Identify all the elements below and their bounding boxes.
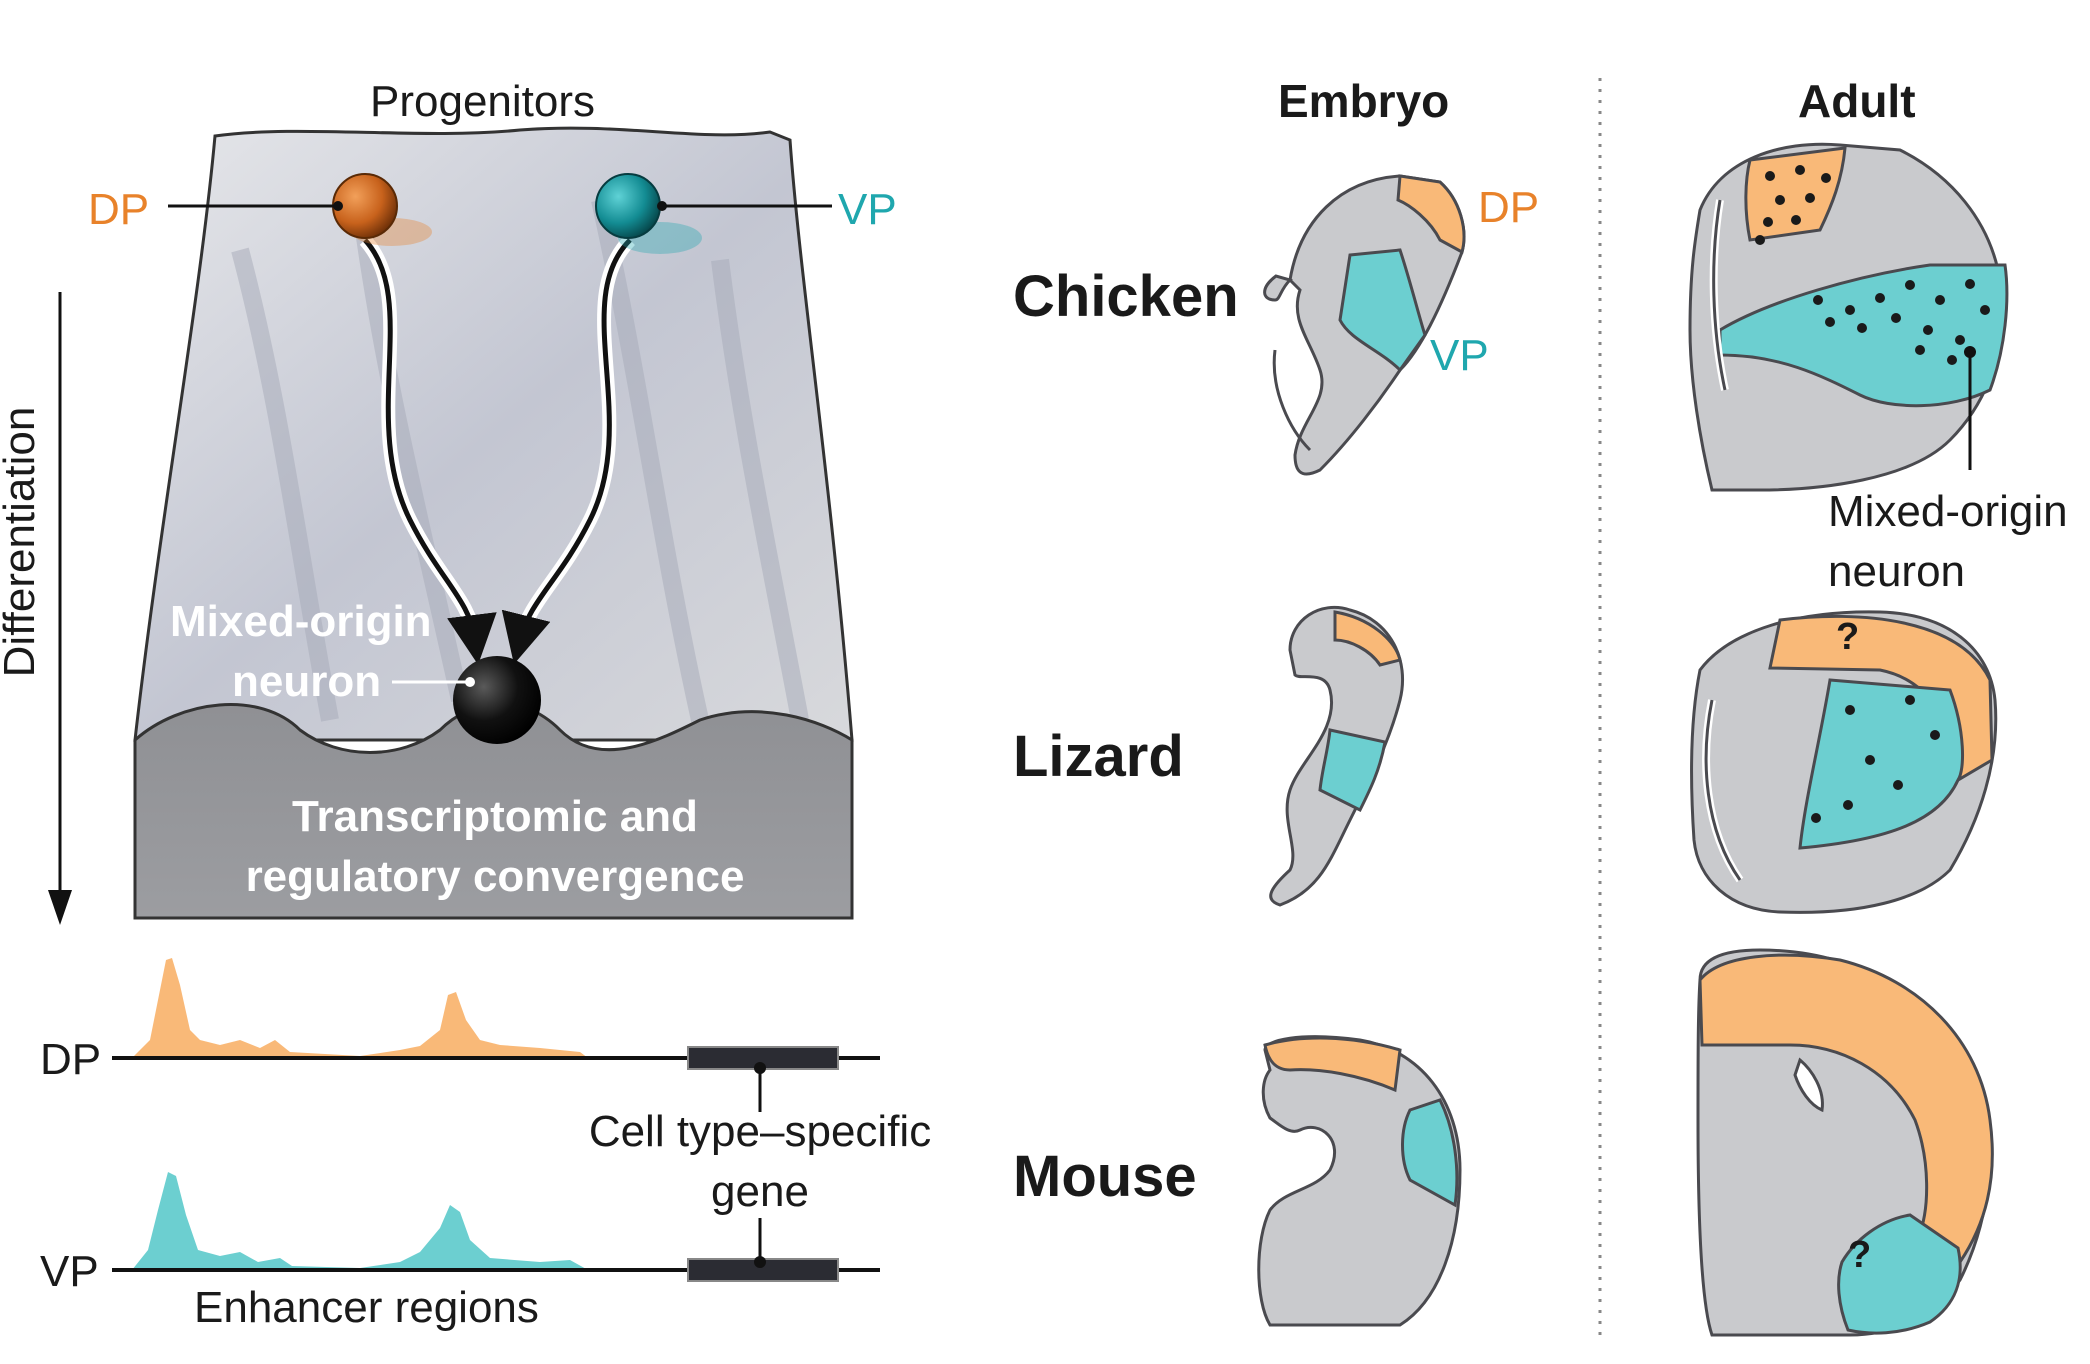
lizard-unknown-mark: ? — [1836, 616, 1860, 658]
landscape-valley-shading — [231, 198, 809, 722]
species-chicken: Chicken — [1013, 264, 1239, 329]
adult-neuron-label-line1: Mixed-origin — [1828, 487, 2068, 536]
mouse-embryo-section — [1257, 1035, 1462, 1327]
track-vp-label: VP — [40, 1247, 99, 1296]
differentiation-axis-label: Differentiation — [0, 406, 44, 678]
lizard-adult-section — [1690, 610, 1998, 914]
convergence-line1: Transcriptomic and — [292, 792, 698, 841]
track-dp-label: DP — [40, 1035, 102, 1084]
species-mouse: Mouse — [1013, 1144, 1197, 1209]
embryo-vp-label: VP — [1430, 331, 1489, 380]
mouse-unknown-mark: ? — [1848, 1234, 1872, 1276]
vp-progenitor-cell — [595, 173, 661, 239]
neuron-label-line2: neuron — [232, 657, 382, 706]
lizard-embryo-section — [1269, 605, 1405, 907]
neuron-label-line1: Mixed-origin — [170, 597, 432, 646]
gene-label-line2: gene — [711, 1167, 809, 1216]
chromatin-tracks — [112, 958, 880, 1282]
gene-label-line1: Cell type–specific — [588, 1107, 932, 1156]
progenitors-title: Progenitors — [370, 77, 596, 126]
embryo-column-header: Embryo — [1278, 75, 1450, 127]
species-lizard: Lizard — [1013, 724, 1184, 789]
mouse-adult-section — [1696, 948, 1994, 1337]
enhancer-regions-label: Enhancer regions — [194, 1283, 539, 1332]
dp-track-peaks — [132, 958, 588, 1058]
lizard-adult-neuron-dots — [1811, 695, 1940, 823]
embryo-dp-label: DP — [1478, 183, 1540, 232]
vp-track-peaks — [132, 1172, 588, 1270]
differentiation-arrowhead — [48, 890, 72, 925]
waddington-landscape — [133, 126, 854, 920]
adult-neuron-label-line2: neuron — [1828, 547, 1966, 596]
adult-column-header: Adult — [1798, 75, 1916, 127]
mixed-origin-neuron-cell — [453, 656, 541, 744]
chicken-embryo-section — [1263, 174, 1466, 476]
chicken-adult-neuron-dots — [1755, 165, 1990, 365]
landscape-vp-label: VP — [838, 185, 897, 234]
convergence-line2: regulatory convergence — [245, 852, 745, 901]
chicken-adult-section — [1688, 142, 2009, 492]
landscape-dp-label: DP — [88, 185, 150, 234]
